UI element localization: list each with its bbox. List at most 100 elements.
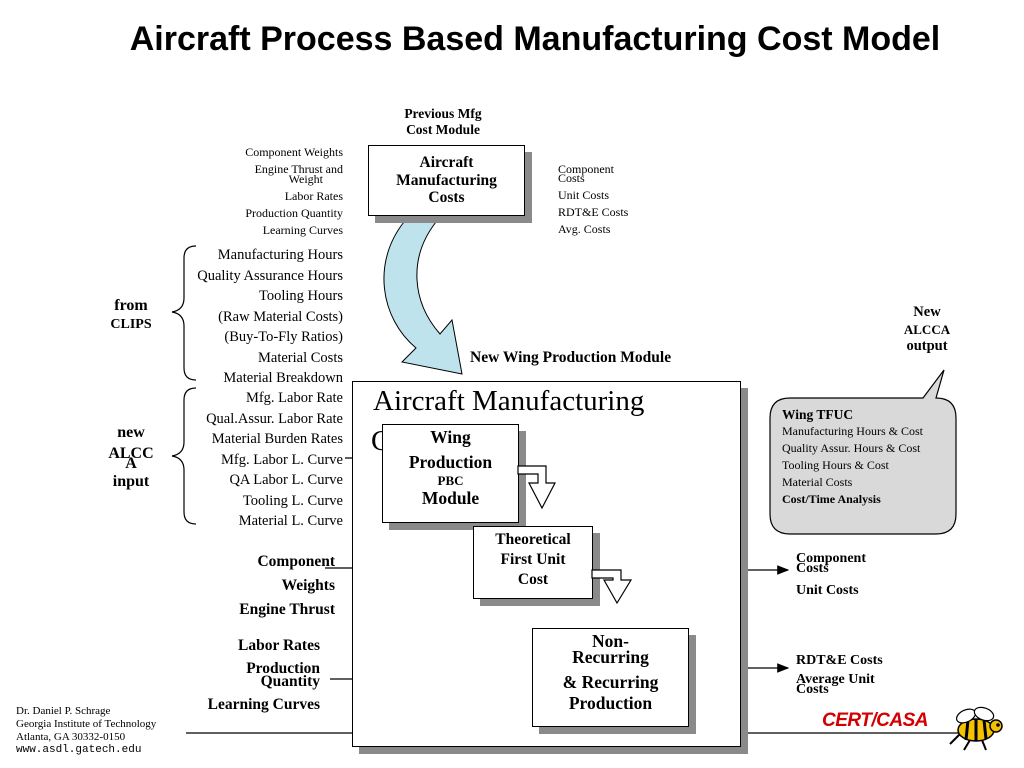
alcca-param: Qual.Assur. Labor Rate: [206, 410, 343, 427]
top-right-outputs: Component Costs Unit Costs RDT&E Costs A…: [558, 161, 678, 238]
alcca-bracket: [171, 387, 197, 525]
clips-param: Quality Assurance Hours: [197, 267, 343, 284]
main-box-heading: Aircraft Manufacturing: [373, 385, 645, 417]
callout-item: Manufacturing Hours & Cost: [782, 424, 923, 438]
tfuc-line2: First Unit: [500, 551, 566, 568]
callout-item: Material Costs: [782, 475, 853, 489]
output-group-rdte: RDT&E Costs Average Unit Costs: [796, 652, 926, 698]
clips-param: Material Costs: [258, 349, 343, 366]
input-component: Component: [257, 553, 335, 570]
input-labor-rates: Labor Rates: [238, 637, 320, 654]
previous-module-line1: Previous Mfg: [404, 106, 482, 121]
footer-org: Georgia Institute of Technology: [16, 718, 157, 730]
new-alcca-line1: new: [117, 424, 145, 441]
clips-param: (Raw Material Costs): [218, 308, 343, 325]
yellow-jacket-bee-icon: [949, 706, 1003, 751]
input-item: Production Quantity: [245, 206, 343, 220]
input-production: Production: [246, 660, 320, 677]
previous-module-label: Previous Mfg Cost Module: [380, 106, 506, 138]
input-learning-curves: Learning Curves: [207, 696, 320, 713]
wing-box-line1: Wing: [430, 427, 471, 447]
output-average-unit: Average Unit: [796, 672, 875, 687]
callout-bubble: [769, 369, 957, 535]
input-group-labor: Labor Rates Production Quantity Learning…: [160, 634, 320, 716]
alcca-param: Mfg. Labor Rate: [245, 390, 343, 406]
new-alcca-input-label: new ALCC A input: [96, 424, 166, 491]
clips-param: Material Breakdown: [223, 370, 343, 386]
input-weights: Weights: [281, 577, 335, 594]
top-box-line1: Aircraft: [419, 154, 474, 171]
input-item: Engine Thrust and: [254, 162, 343, 176]
cert-casa-logo: CERT/CASA: [822, 710, 929, 731]
alcca-param: Material Burden Rates: [211, 431, 343, 447]
output-group-unit-costs: Component Costs Unit Costs: [796, 551, 926, 599]
callout-item: Tooling Hours & Cost: [782, 458, 889, 472]
non-recurring-production-box: Non- Recurring & Recurring Production: [532, 628, 689, 727]
new-module-label: New Wing Production Module: [470, 349, 672, 366]
nonrec-line2: Recurring: [572, 647, 649, 667]
new-alcca-output-label: New ALCCA output: [890, 304, 964, 355]
output-rdte: RDT&E Costs: [796, 653, 883, 668]
aircraft-manufacturing-costs-box: Aircraft Manufacturing Costs: [368, 145, 525, 216]
output-item: Avg. Costs: [558, 222, 611, 236]
alcca-param: QA Labor L. Curve: [229, 472, 343, 488]
clips-parameter-list: Manufacturing Hours Quality Assurance Ho…: [160, 245, 343, 389]
wing-box-line4: Module: [421, 488, 480, 508]
nonrec-line1: Non-: [592, 631, 629, 651]
alcca-parameter-list: Mfg. Labor Rate Qual.Assur. Labor Rate M…: [160, 388, 343, 532]
input-item: Labor Rates: [284, 189, 343, 203]
new-alcca-output-line1: New: [913, 304, 941, 320]
footer-city: Atlanta, GA 30332-0150: [16, 731, 126, 743]
new-alcca-line4: input: [112, 473, 150, 490]
new-alcca-line2: ALCC: [108, 445, 154, 462]
top-box-line3: Costs: [428, 189, 465, 206]
new-alcca-output-line2: ALCCA: [903, 322, 951, 337]
output-item: Unit Costs: [558, 188, 610, 202]
alcca-param: Tooling L. Curve: [242, 492, 343, 509]
alcca-param: Material L. Curve: [238, 513, 343, 529]
alcca-param: Mfg. Labor L. Curve: [220, 451, 343, 468]
from-clips-line2: CLIPS: [110, 317, 152, 332]
top-box-line2: Manufacturing: [396, 171, 497, 189]
callout-header: Wing TFUC: [782, 407, 854, 422]
output-item: Component: [558, 162, 614, 176]
nonrec-line4: Production: [568, 693, 653, 713]
theoretical-first-unit-cost-box: Theoretical First Unit Cost: [473, 526, 593, 599]
page-title: Aircraft Process Based Manufacturing Cos…: [129, 20, 941, 58]
footer-name: Dr. Daniel P. Schrage: [16, 705, 111, 717]
input-quantity: Quantity: [260, 673, 320, 690]
tfuc-line3: Cost: [517, 571, 549, 588]
output-component: Component: [796, 551, 867, 566]
clips-bracket: [171, 245, 197, 381]
output-unit-costs: Unit Costs: [796, 583, 859, 598]
input-group-weights: Component Weights Engine Thrust: [190, 550, 335, 622]
top-left-inputs: Component Weights Engine Thrust and Weig…: [170, 144, 343, 239]
wing-box-line3: PBC: [437, 473, 464, 488]
callout-content: Wing TFUC Manufacturing Hours & Cost Qua…: [782, 406, 957, 508]
new-alcca-output-line3: output: [906, 338, 948, 354]
wing-box-line2: Production: [408, 452, 493, 472]
new-alcca-line3: A: [125, 455, 137, 472]
input-engine-thrust: Engine Thrust: [239, 601, 335, 618]
input-item: Component Weights: [245, 145, 343, 159]
callout-item: Quality Assur. Hours & Cost: [782, 441, 921, 455]
callout-footer: Cost/Time Analysis: [782, 492, 881, 506]
footer-credits: Dr. Daniel P. Schrage Georgia Institute …: [16, 705, 196, 757]
output-item: RDT&E Costs: [558, 205, 629, 219]
output-item: Costs: [558, 171, 585, 185]
wing-production-pbc-module-box: Wing Production PBC Module: [382, 424, 519, 523]
from-clips-label: from CLIPS: [96, 296, 166, 334]
previous-module-line2: Cost Module: [406, 122, 480, 137]
input-item: Learning Curves: [262, 223, 343, 237]
clips-param: (Buy-To-Fly Ratios): [224, 329, 343, 345]
input-item: Weight: [288, 172, 323, 186]
footer-url: www.asdl.gatech.edu: [16, 744, 142, 756]
nonrec-line3: & Recurring: [562, 672, 659, 692]
hollow-arrow-wing-to-tfuc: [517, 465, 556, 510]
output-costs: Costs: [796, 561, 829, 576]
clips-param: Tooling Hours: [259, 288, 343, 304]
clips-param: Manufacturing Hours: [217, 247, 343, 263]
from-clips-line1: from: [114, 297, 148, 314]
tfuc-line1: Theoretical: [495, 531, 571, 548]
big-curved-arrow: [383, 221, 463, 375]
